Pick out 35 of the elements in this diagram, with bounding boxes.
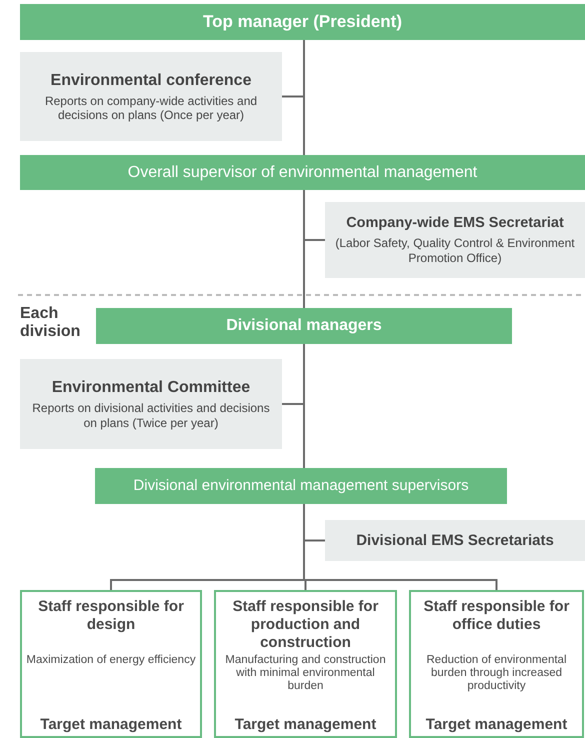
target-text: Target management	[234, 716, 376, 734]
heading-text: Staff responsible for design	[37, 598, 185, 634]
heading-text: Staff responsible for production and construction	[232, 598, 380, 652]
info-box	[325, 520, 585, 561]
title-bar	[20, 4, 585, 40]
connector-line	[282, 40, 305, 98]
title-bar	[95, 468, 507, 504]
description-text: (Labor Safety, Quality Control & Environment Promotion Office)	[334, 236, 576, 266]
staff-card	[20, 590, 202, 738]
info-box	[325, 202, 585, 278]
staff-card	[214, 590, 397, 738]
target-text: Target management	[426, 716, 568, 734]
connector-line	[303, 344, 305, 468]
title-bar	[96, 308, 512, 344]
description-text: Reports on company-wide activities and decisions on plans (Once per year)	[44, 94, 258, 122]
heading-text: Company-wide EMS Secretariat	[346, 214, 564, 232]
title-bar	[20, 155, 585, 190]
info-box	[20, 359, 282, 449]
heading-text: Environmental Committee	[52, 378, 250, 398]
staff-card	[409, 590, 584, 738]
section-label: Each division	[20, 305, 82, 340]
title-text: Overall supervisor of environmental management	[128, 162, 478, 182]
info-box	[20, 52, 282, 141]
heading-text: Divisional EMS Secretariats	[356, 532, 554, 550]
description-text: Manufacturing and construction with minimal environmental burden	[224, 654, 387, 694]
title-text: Divisional managers	[226, 316, 382, 336]
title-text: Top manager (President)	[203, 12, 402, 32]
heading-text: Environmental conference	[50, 70, 252, 90]
description-text: Reduction of environmental burden through increased productivity	[426, 654, 568, 694]
heading-text: Staff responsible for office duties	[422, 598, 570, 634]
description-text: Reports on divisional activities and decisions on plans (Twice per year)	[31, 401, 271, 430]
description-text: Maximization of energy efficiency	[26, 654, 196, 668]
title-text: Divisional environmental management supervisors	[133, 477, 469, 495]
target-text: Target management	[40, 716, 182, 734]
connector-line	[303, 504, 498, 590]
